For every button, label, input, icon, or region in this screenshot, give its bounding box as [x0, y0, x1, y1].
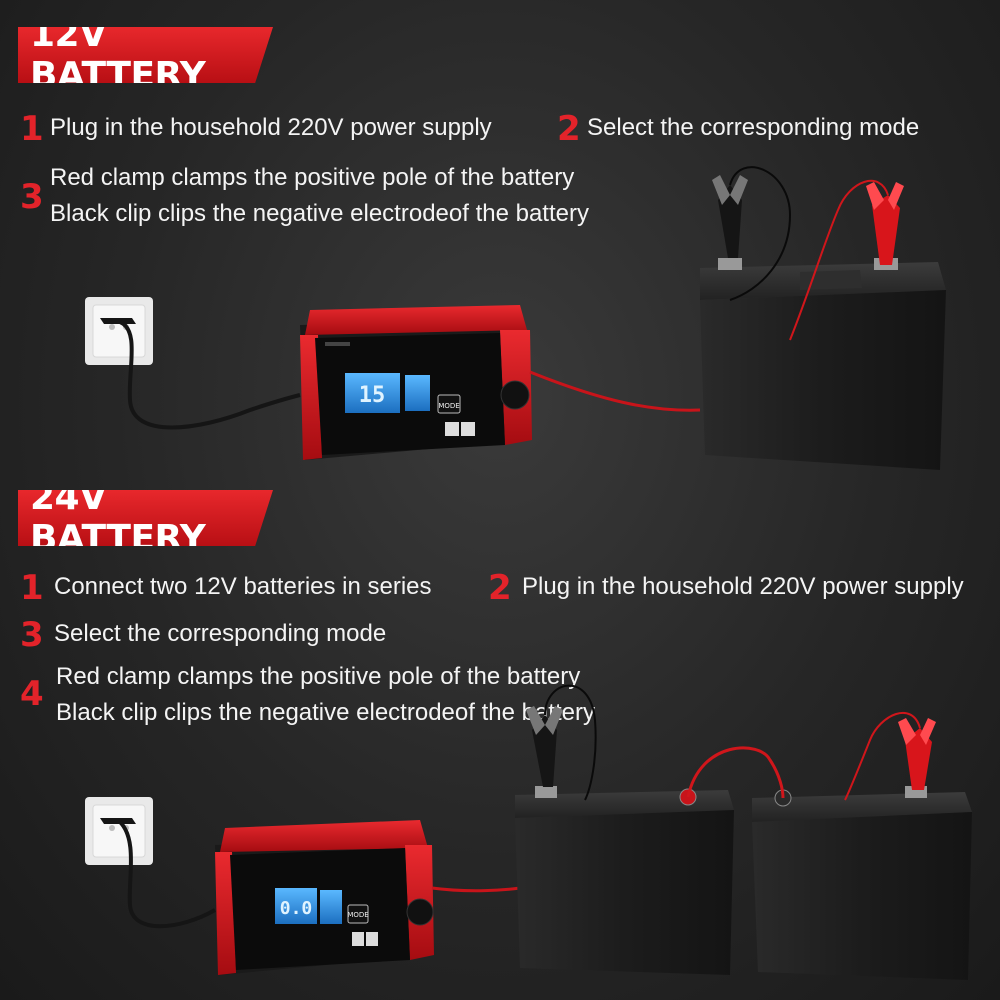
step-24v-1: 1 Connect two 12V batteries in series	[20, 569, 432, 607]
section-12v-title: 12V BATTERY	[30, 14, 206, 96]
lcd-value: 0.0	[280, 898, 313, 919]
lcd-value: 15	[359, 383, 386, 408]
red-cable	[844, 711, 921, 801]
car-battery-icon	[515, 786, 734, 975]
output-cable	[431, 886, 521, 893]
step-24v-4: 4 Red clamp clamps the positive pole of …	[20, 659, 595, 731]
wall-socket-icon	[85, 797, 153, 865]
step-text: Plug in the household 220V power supply	[522, 573, 964, 600]
black-cable	[544, 684, 597, 801]
clamp-icon	[712, 175, 748, 258]
step-number: 4	[20, 674, 44, 714]
output-cable	[529, 370, 701, 412]
step-number: 1	[20, 568, 44, 608]
step-text: Select the corresponding mode	[587, 114, 920, 141]
svg-text:MODE: MODE	[438, 402, 459, 410]
step-text-line2: Black clip clips the negative electrodeo…	[56, 699, 595, 726]
power-cord	[118, 820, 216, 929]
step-number: 2	[557, 109, 581, 149]
section-12v-banner: 12V BATTERY	[18, 27, 273, 83]
section-24v-banner: 24V BATTERY	[18, 490, 273, 546]
step-24v-3: 3 Select the corresponding mode	[20, 616, 386, 654]
step-12v-3: 3 Red clamp clamps the positive pole of …	[20, 160, 589, 232]
step-text-line1: Red clamp clamps the positive pole of th…	[50, 164, 575, 191]
step-number: 3	[20, 615, 44, 655]
black-cable	[729, 166, 792, 301]
step-text: Select the corresponding mode	[54, 620, 387, 647]
clamp-icon	[898, 718, 936, 790]
car-battery-icon	[752, 786, 972, 980]
red-cable	[789, 179, 889, 341]
step-12v-2: 2 Select the corresponding mode	[557, 110, 919, 148]
step-number: 2	[488, 568, 512, 608]
step-number: 3	[20, 177, 44, 217]
wall-socket-icon	[85, 297, 153, 365]
step-text-line1: Red clamp clamps the positive pole of th…	[56, 663, 581, 690]
clamp-icon	[866, 182, 904, 265]
battery-charger-icon: 15 MODE	[300, 305, 532, 460]
step-text: Connect two 12V batteries in series	[54, 573, 432, 600]
battery-charger-icon: 0.0 MODE	[215, 820, 434, 975]
car-battery-icon	[700, 258, 946, 470]
step-24v-2: 2 Plug in the household 220V power suppl…	[488, 569, 964, 607]
section-24v-title: 24V BATTERY	[30, 477, 206, 559]
clamp-icon	[526, 706, 563, 787]
series-link-cable	[686, 746, 785, 799]
step-number: 1	[20, 109, 44, 149]
step-text: Plug in the household 220V power supply	[50, 114, 492, 141]
step-text-line2: Black clip clips the negative electrodeo…	[50, 200, 589, 227]
step-12v-1: 1 Plug in the household 220V power suppl…	[20, 110, 492, 148]
power-cord	[118, 320, 301, 430]
svg-text:MODE: MODE	[347, 911, 368, 919]
